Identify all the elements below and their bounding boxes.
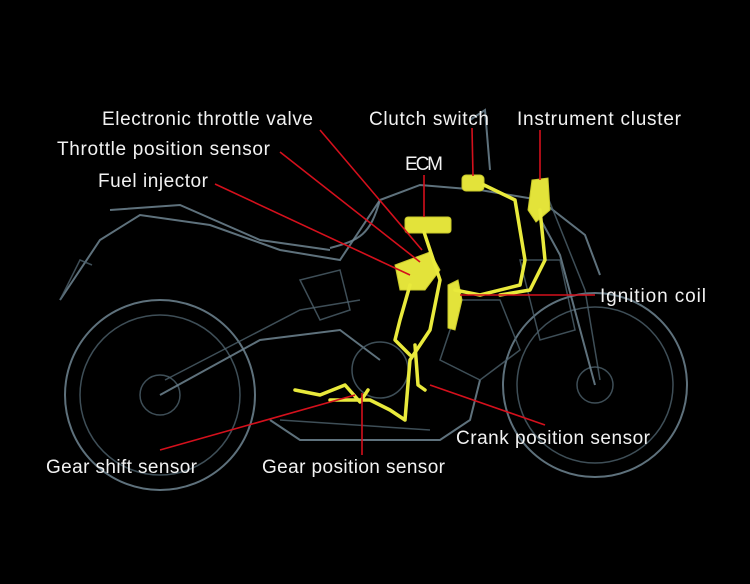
wiring-harness <box>293 174 551 422</box>
label-ecm: ECM <box>405 154 443 175</box>
ecm-unit <box>404 216 452 234</box>
label-fuel-injector: Fuel injector <box>98 171 209 192</box>
label-electronic-throttle-valve: Electronic throttle valve <box>102 109 313 130</box>
label-crank-position-sensor: Crank position sensor <box>456 428 651 449</box>
leader-lines <box>159 127 595 455</box>
label-clutch-switch: Clutch switch <box>369 109 489 130</box>
ignition-coil-part <box>447 279 463 331</box>
label-ignition-coil: Ignition coil <box>600 286 706 307</box>
throttle-body-part <box>394 251 441 291</box>
label-throttle-position-sensor: Throttle position sensor <box>57 139 271 160</box>
clutch-switch-part <box>461 174 485 192</box>
instrument-cluster-part <box>527 177 551 223</box>
label-gear-shift-sensor: Gear shift sensor <box>46 457 198 478</box>
motorcycle-outline <box>59 108 688 491</box>
label-instrument-cluster: Instrument cluster <box>517 109 682 130</box>
label-gear-position-sensor: Gear position sensor <box>262 457 446 478</box>
